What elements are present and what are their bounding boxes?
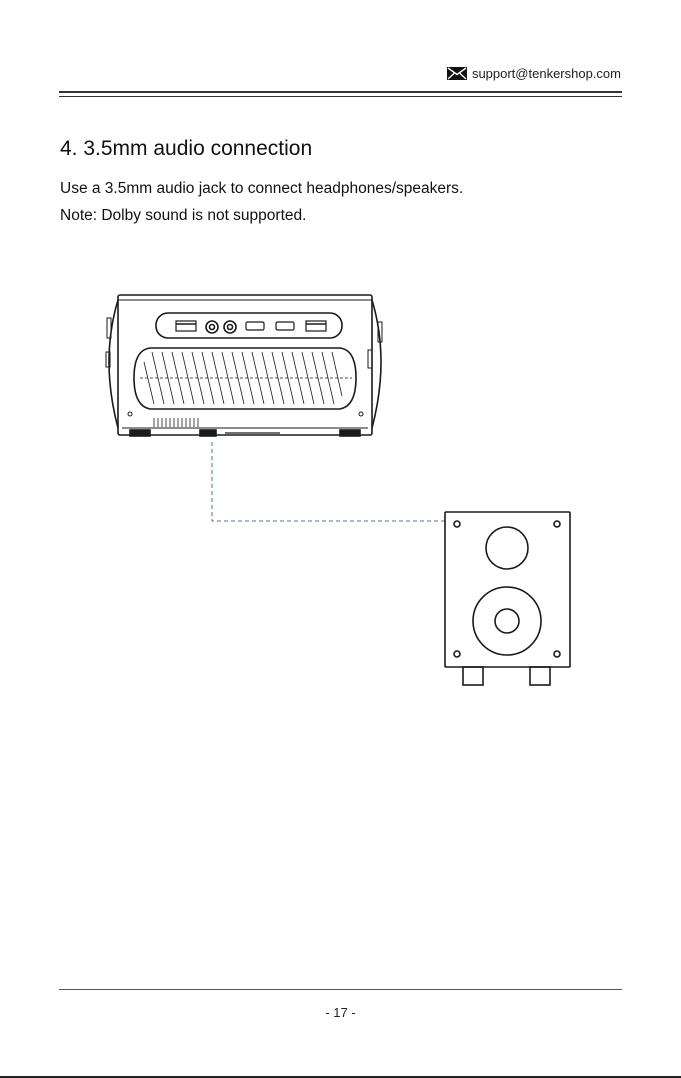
page-number: - 17 - <box>0 1005 681 1020</box>
footer-divider <box>59 989 622 990</box>
projector-icon <box>106 295 382 436</box>
speaker-icon <box>445 512 570 685</box>
audio-cable <box>212 442 445 521</box>
